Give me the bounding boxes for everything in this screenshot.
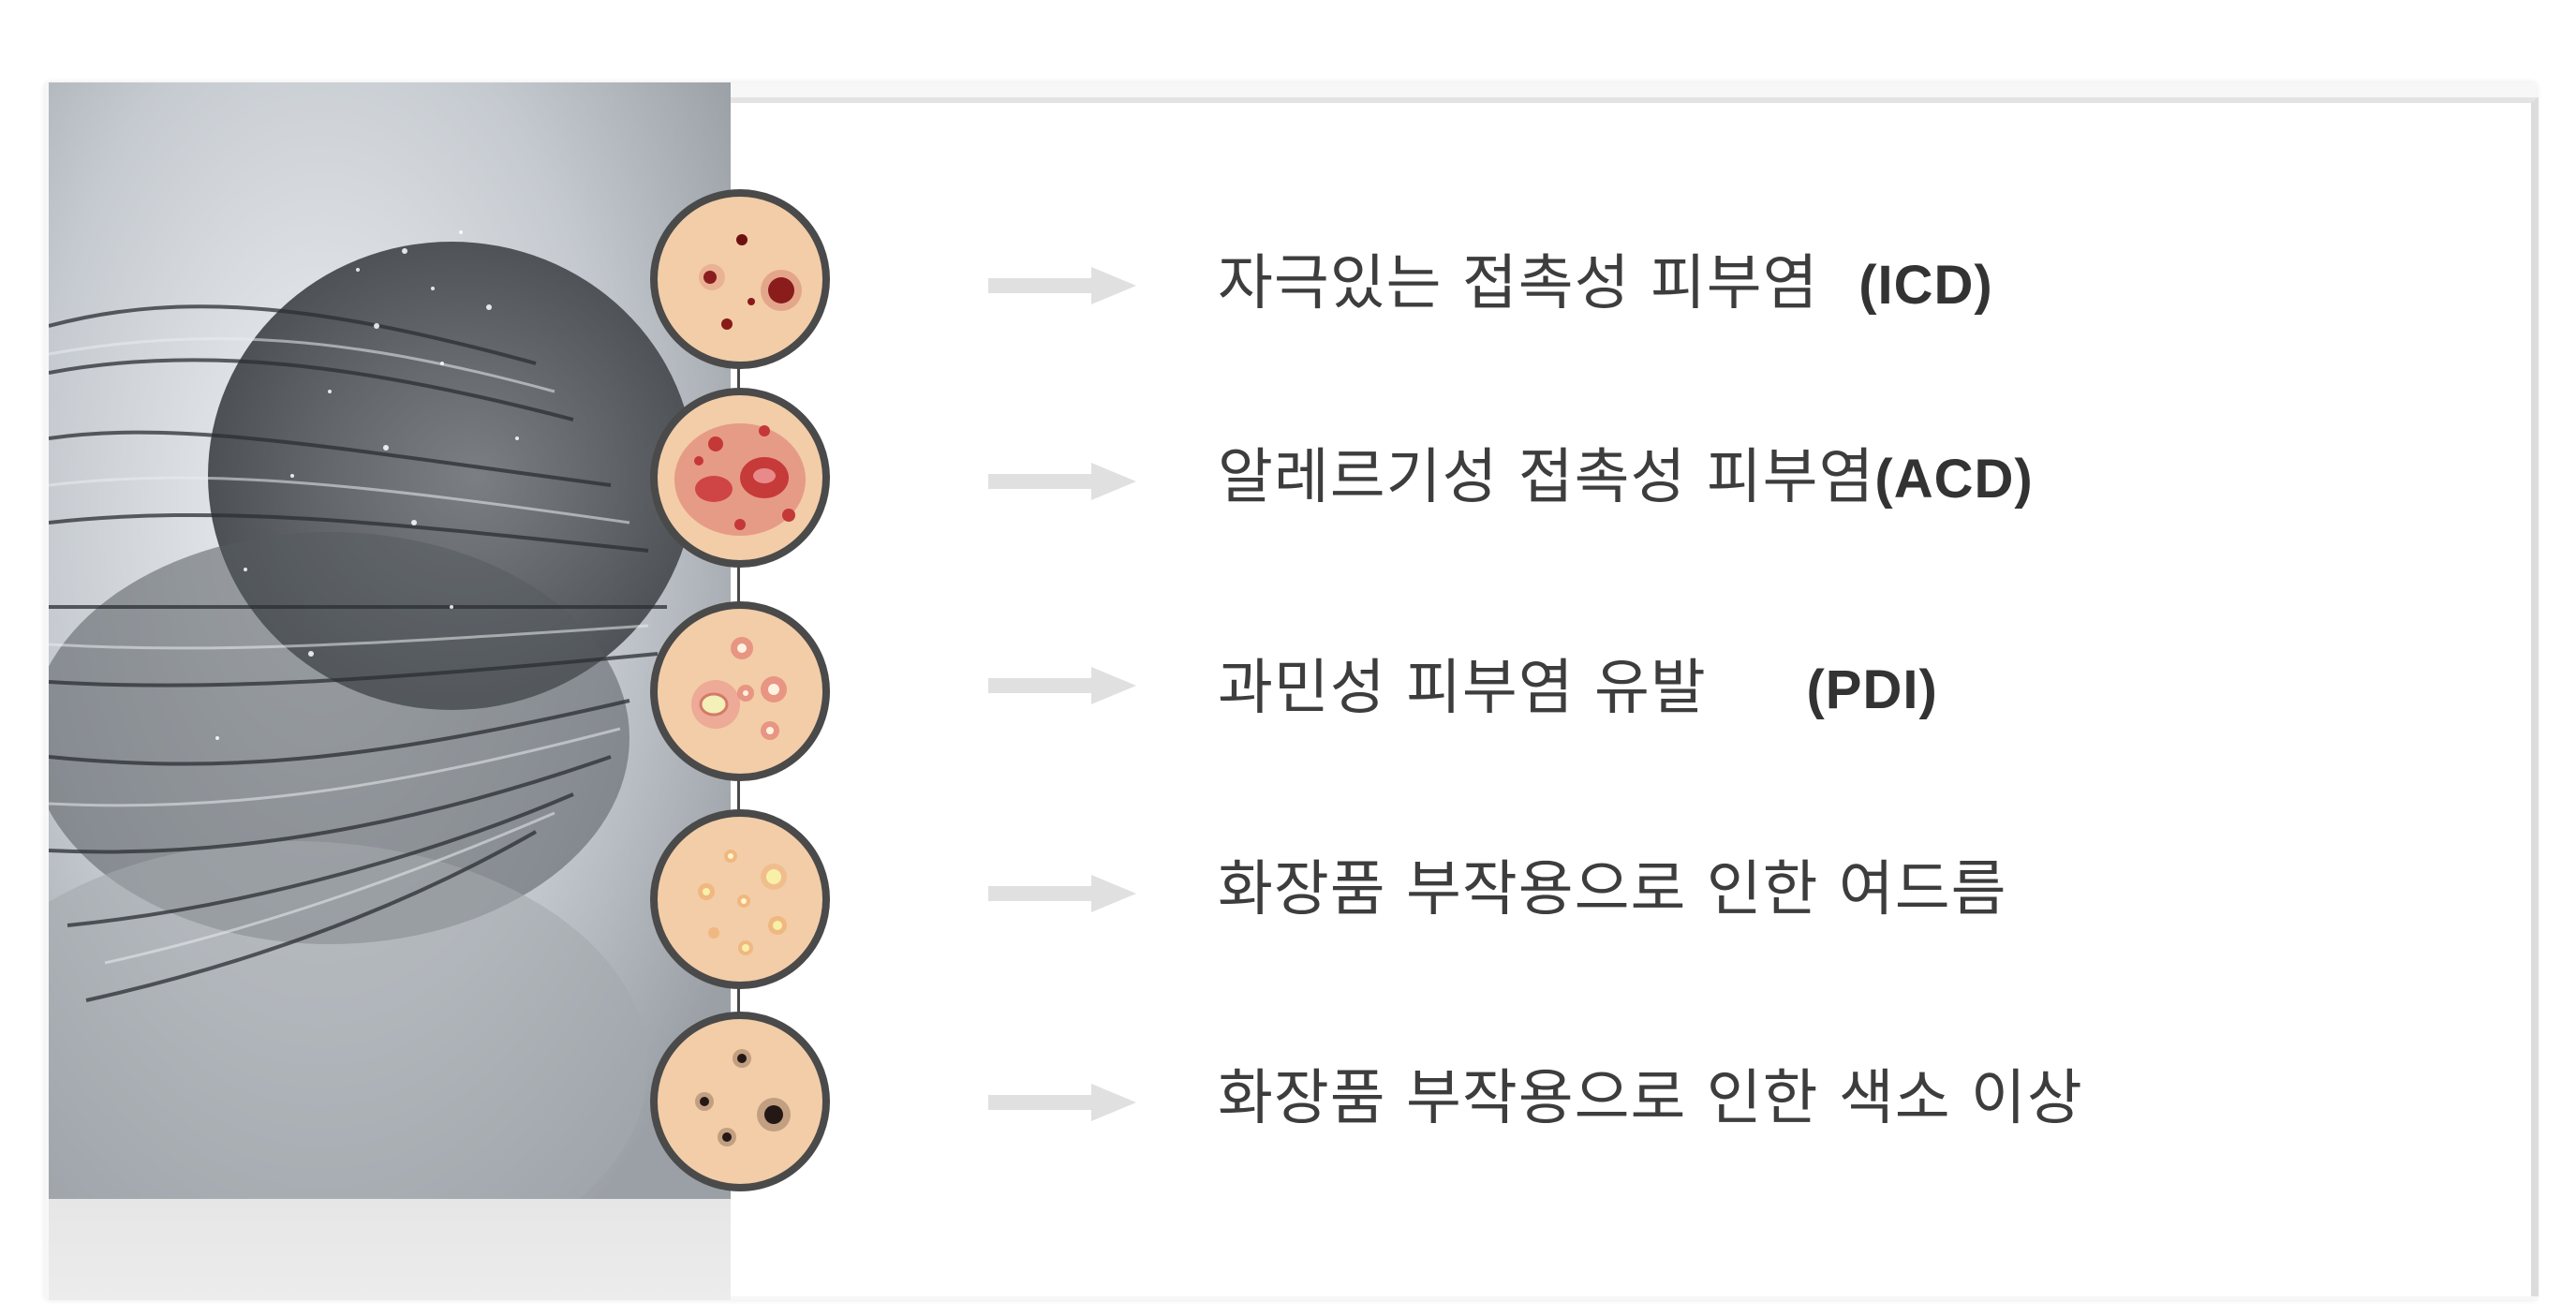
item-abbreviation: (ICD) bbox=[1858, 255, 1993, 316]
item-abbreviation: (ACD) bbox=[1874, 449, 2034, 510]
item-label-text: 과민성 피부염 유발 bbox=[1218, 654, 1707, 723]
item-label-pigment: 화장품 부작용으로 인한 색소 이상 bbox=[1218, 1057, 2083, 1141]
item-label-pdi: 과민성 피부염 유발 (PDI) bbox=[1218, 646, 1938, 731]
item-label-acne: 화장품 부작용으로 인한 여드름 bbox=[1218, 848, 2006, 932]
dark-pigment-spots-icon bbox=[648, 1010, 832, 1193]
arrow-right-icon bbox=[988, 873, 1138, 914]
hair-powder-photo bbox=[49, 82, 731, 1300]
item-label-icd: 자극있는 접촉성 피부염 (ICD) bbox=[1218, 242, 1993, 326]
item-label-text: 화장품 부작용으로 인한 색소 이상 bbox=[1218, 1064, 2083, 1133]
arrow-right-icon bbox=[988, 1082, 1138, 1123]
arrow-right-icon bbox=[988, 461, 1138, 502]
dark-red-spots-icon bbox=[648, 187, 832, 371]
yellow-acne-spots-icon bbox=[648, 807, 832, 991]
item-abbreviation: (PDI) bbox=[1806, 659, 1938, 720]
red-inflamed-patches-icon bbox=[648, 386, 832, 569]
item-label-text: 자극있는 접촉성 피부염 bbox=[1218, 249, 1819, 318]
arrow-right-icon bbox=[988, 665, 1138, 706]
photo-shadow bbox=[49, 1199, 731, 1300]
item-label-text: 화장품 부작용으로 인한 여드름 bbox=[1218, 855, 2007, 924]
arrow-right-icon bbox=[988, 265, 1138, 306]
item-label-acd: 알레르기성 접촉성 피부염(ACD) bbox=[1218, 436, 2034, 520]
pustules-icon bbox=[648, 599, 832, 783]
item-label-text: 알레르기성 접촉성 피부염 bbox=[1218, 443, 1875, 512]
